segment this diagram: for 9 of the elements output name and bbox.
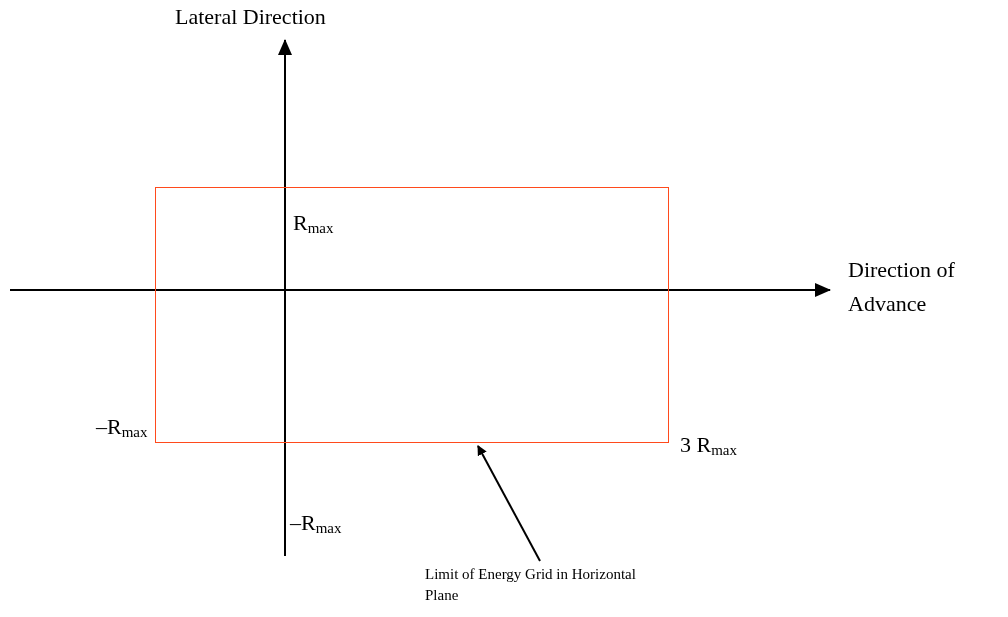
callout-text: Limit of Energy Grid in Horizontal Plane xyxy=(425,564,660,606)
axis-label: –R$_{max}$ xyxy=(290,509,342,538)
axis-label: –R$_{max}$ xyxy=(96,413,148,442)
leader-arrow xyxy=(477,445,541,562)
grid-limit-rectangle xyxy=(155,187,669,443)
axis-label: Lateral Direction xyxy=(175,3,326,31)
axis-label: R$_{max}$ xyxy=(293,209,334,238)
axis-label: 3 R$_{max}$ xyxy=(680,431,737,460)
axis-label: Direction of Advance xyxy=(848,256,956,318)
